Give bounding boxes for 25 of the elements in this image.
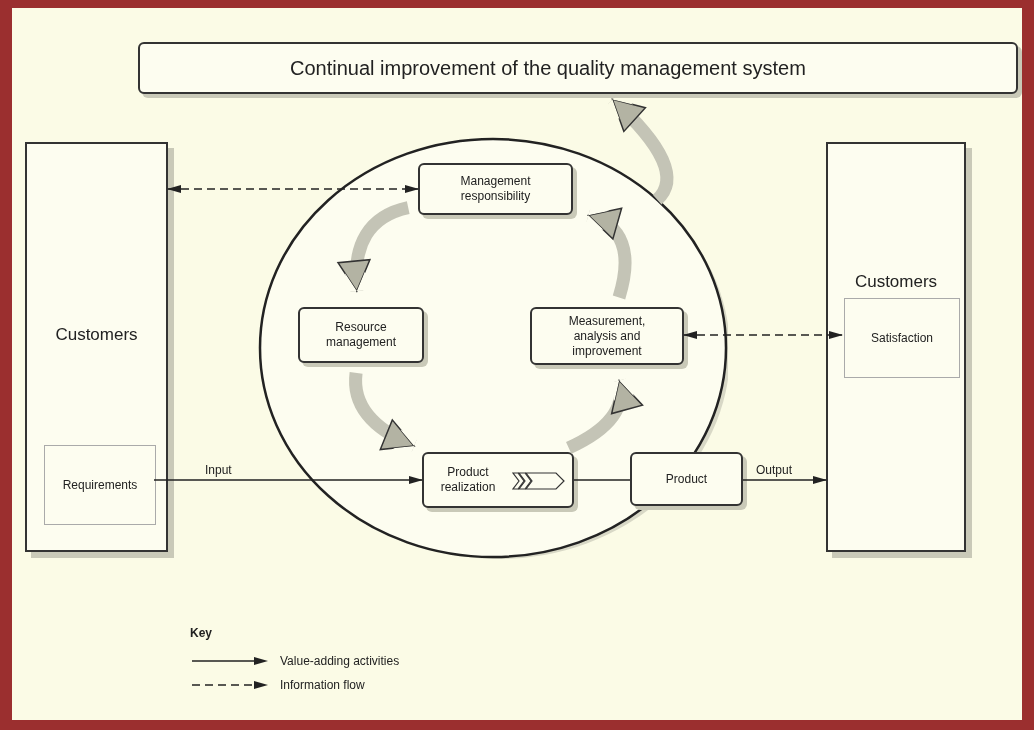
box-text: Satisfaction bbox=[870, 330, 933, 347]
arrow bbox=[153, 476, 423, 484]
legend-title: Key bbox=[190, 625, 213, 642]
box-text: Product realization bbox=[440, 465, 496, 495]
circle-shape bbox=[258, 137, 728, 559]
panel-heading: Customers bbox=[853, 271, 939, 293]
legend-text: Value-adding activities bbox=[280, 653, 400, 670]
panel-heading: Customers bbox=[54, 324, 139, 346]
block-arrow bbox=[338, 201, 410, 292]
edge-label: Input bbox=[204, 463, 233, 477]
arrow bbox=[742, 476, 827, 484]
process-box bbox=[44, 445, 156, 525]
box-text: Measurement, analysis and improvement bbox=[567, 313, 647, 359]
legend-text: Information flow bbox=[280, 677, 365, 694]
box-text: Product bbox=[665, 471, 708, 487]
block-arrow bbox=[586, 209, 632, 300]
arrow bbox=[683, 331, 843, 339]
process-box bbox=[844, 298, 960, 378]
box-text: Requirements bbox=[62, 477, 138, 494]
box-text: Management responsibility bbox=[459, 174, 532, 204]
block-arrow bbox=[565, 379, 642, 454]
arrow bbox=[167, 185, 419, 193]
edge-label: Output bbox=[755, 463, 794, 477]
box-text: Resource management bbox=[324, 320, 397, 350]
box-text: Continual improvement of the quality management system bbox=[290, 56, 806, 80]
